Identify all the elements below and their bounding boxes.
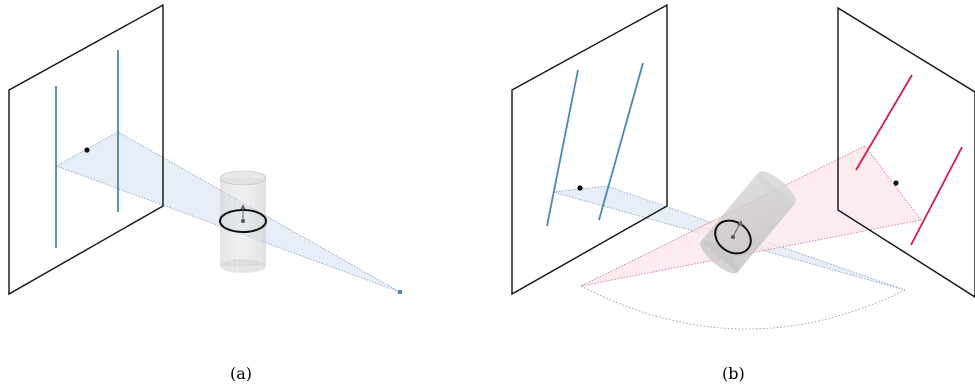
panel-b-line-right-2 (910, 146, 963, 246)
panel-b-arc (580, 285, 906, 330)
panel-b-image-plane-right (837, 6, 975, 298)
panel-b-line-left-2 (598, 62, 644, 221)
caption-panel-a: (a) (230, 364, 253, 383)
panel-a-projection-point (84, 147, 90, 153)
panel-b-projection-point-right (893, 180, 899, 186)
caption-panel-b: (b) (722, 364, 745, 383)
panel-b-projection-point-left (577, 185, 583, 191)
panel-b (511, 3, 975, 330)
panel-a-image-plane (8, 3, 164, 296)
panel-a (8, 3, 402, 296)
panel-b-line-right-1 (855, 74, 913, 171)
panel-b-line-left-1 (546, 69, 579, 227)
panel-b-image-plane-left (511, 3, 668, 296)
panel-a-camera-center (398, 290, 402, 294)
panel-a-cylinder (219, 170, 267, 273)
panel-b-cylinder (700, 171, 797, 274)
